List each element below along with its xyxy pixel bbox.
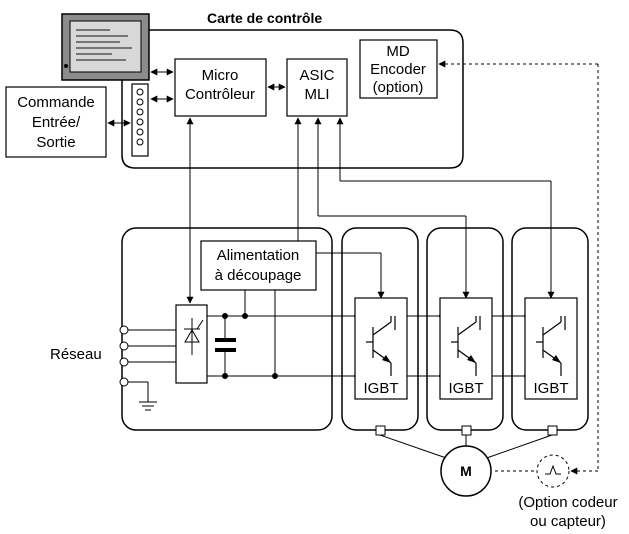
encoder-option-line2: ou capteur)	[530, 513, 606, 530]
control-board: Carte de contrôle	[121, 10, 464, 169]
micro-controller-block: Micro Contrôleur	[174, 58, 267, 117]
motor: M	[440, 445, 492, 497]
io-line3: Sortie	[36, 134, 75, 151]
micro-line1: Micro	[202, 67, 239, 84]
motor-label: M	[460, 463, 472, 479]
encoder-option-line1: (Option codeur	[518, 494, 617, 511]
md-encoder-line2: Encoder	[370, 61, 426, 78]
io-line1: Commande	[17, 94, 95, 111]
rectifier-block	[175, 304, 208, 384]
switching-psu-block: Alimentation à découpage	[200, 240, 317, 291]
igbt-label-2: IGBT	[448, 380, 483, 397]
capacitor	[215, 316, 236, 376]
asic-line2: MLI	[304, 86, 329, 103]
igbt-module-1: IGBT	[341, 227, 419, 431]
keypad-display	[61, 13, 150, 81]
psu-feed-lines	[244, 290, 276, 378]
md-encoder-block: MD Encoder (option)	[359, 39, 438, 99]
encoder-feedback-line	[438, 60, 599, 475]
igbt-label-1: IGBT	[363, 380, 398, 397]
asic-block: ASIC MLI	[286, 58, 348, 117]
io-line2: Entrée/	[32, 114, 81, 131]
io-block: Commande Entrée/ Sortie	[5, 86, 107, 158]
control-connections	[107, 68, 555, 304]
psu-line1: Alimentation	[217, 247, 300, 264]
terminal-strip	[131, 83, 149, 157]
micro-line2: Contrôleur	[185, 86, 255, 103]
motor-wiring	[375, 425, 558, 461]
mains-input	[119, 325, 176, 411]
md-encoder-line3: (option)	[373, 79, 424, 96]
igbt-module-2: IGBT	[426, 227, 504, 431]
control-board-title: Carte de contrôle	[207, 10, 322, 26]
igbt-label-3: IGBT	[533, 380, 568, 397]
optional-encoder	[536, 454, 570, 488]
network-label: Réseau	[50, 346, 102, 363]
psu-line2: à découpage	[215, 267, 302, 284]
md-encoder-line1: MD	[386, 43, 409, 60]
igbt-module-3: IGBT	[511, 227, 589, 431]
asic-line1: ASIC	[299, 67, 334, 84]
